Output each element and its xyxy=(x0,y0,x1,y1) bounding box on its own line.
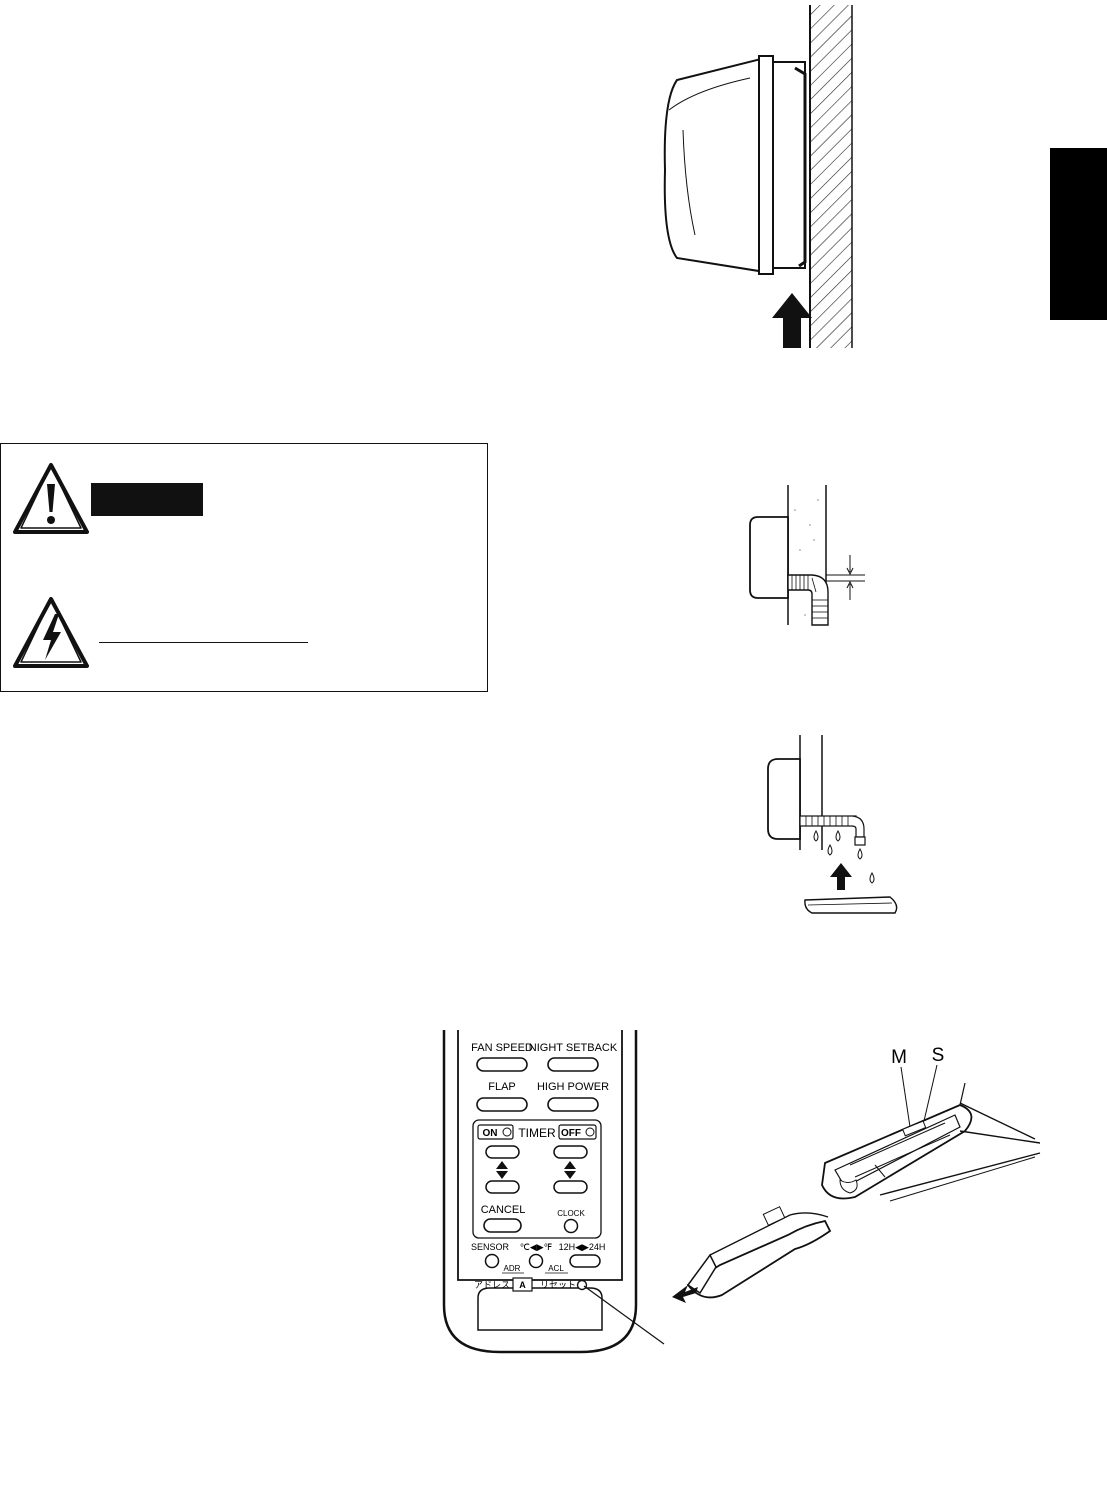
wall-unit-figure xyxy=(663,5,853,348)
hour-mode-button[interactable] xyxy=(569,1254,601,1268)
reset-label: リセット xyxy=(540,1280,576,1290)
night-setback-label: NIGHT SETBACK xyxy=(529,1042,618,1054)
flap-button[interactable] xyxy=(476,1097,528,1112)
high-power-button[interactable] xyxy=(547,1097,599,1112)
timer-on-down-button[interactable] xyxy=(485,1180,520,1194)
temp-unit-label: ℃◀▶℉ xyxy=(520,1242,553,1252)
clock-button[interactable] xyxy=(563,1218,579,1234)
cancel-label: CANCEL xyxy=(481,1204,526,1216)
timer-off-label: OFF xyxy=(561,1128,581,1139)
remote-control: FAN SPEED NIGHT SETBACK FLAP HIGH POWER … xyxy=(442,1030,638,1354)
timer-label: TIMER xyxy=(518,1126,556,1140)
label-m: M xyxy=(891,1047,907,1068)
address-key xyxy=(512,1277,533,1292)
reset-leader-line xyxy=(583,1285,665,1345)
warning-box xyxy=(0,443,488,692)
timer-on-up-button[interactable] xyxy=(485,1145,520,1159)
label-s: S xyxy=(932,1045,945,1066)
timer-panel xyxy=(472,1119,602,1239)
adr-label: ADR xyxy=(504,1264,521,1273)
sensor-label: SENSOR xyxy=(471,1242,510,1252)
fan-speed-button[interactable] xyxy=(476,1057,528,1072)
cancel-button[interactable] xyxy=(483,1218,522,1233)
clock-icon xyxy=(585,1127,595,1137)
up-down-arrows-icon xyxy=(564,1161,576,1179)
drain-hose-figure xyxy=(749,485,865,626)
water-test-figure xyxy=(767,735,898,914)
timer-off-down-button[interactable] xyxy=(553,1180,588,1194)
warning-label xyxy=(91,483,203,516)
sensor-button[interactable] xyxy=(484,1253,500,1269)
up-down-arrows-icon xyxy=(496,1161,508,1179)
battery-compartment-figure: M S xyxy=(672,1045,1041,1303)
fan-speed-label: FAN SPEED xyxy=(471,1042,533,1054)
address-key-label: A xyxy=(519,1280,526,1290)
reset-button[interactable] xyxy=(576,1279,588,1291)
timer-off-up-button[interactable] xyxy=(553,1145,588,1159)
clock-icon xyxy=(502,1127,512,1137)
night-setback-button[interactable] xyxy=(547,1057,599,1072)
side-tab xyxy=(1050,148,1107,320)
electric-shock-triangle-icon xyxy=(13,597,89,668)
exclamation-triangle-icon xyxy=(13,463,89,534)
acl-label: ACL xyxy=(548,1264,564,1273)
timer-off-badge xyxy=(558,1124,597,1140)
clock-label: CLOCK xyxy=(557,1209,585,1218)
temp-unit-button[interactable] xyxy=(528,1253,544,1269)
underline-rule xyxy=(99,642,308,643)
high-power-label: HIGH POWER xyxy=(537,1081,609,1093)
flap-label: FLAP xyxy=(488,1081,516,1093)
timer-on-label: ON xyxy=(483,1128,498,1139)
address-label: アドレス xyxy=(474,1280,510,1290)
hour-mode-label: 12H◀▶24H xyxy=(559,1242,606,1252)
